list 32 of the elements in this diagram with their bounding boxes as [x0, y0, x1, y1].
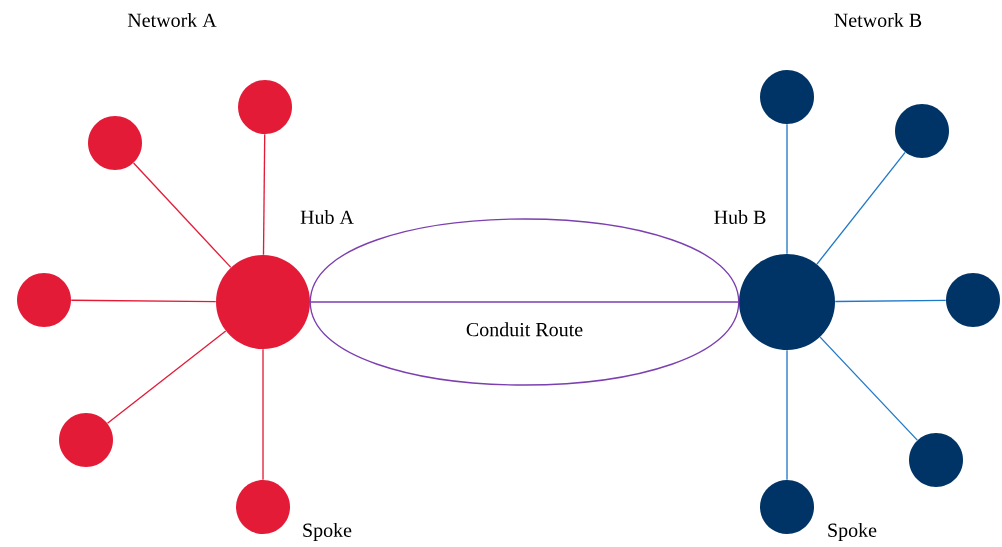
- spoke-circle: [946, 273, 1000, 327]
- hub-label: Hub B: [714, 209, 766, 225]
- route-arc: [309, 218, 740, 303]
- spoke-line: [262, 348, 264, 481]
- spoke-line: [132, 162, 232, 269]
- spoke-circle: [909, 433, 963, 487]
- spoke-line: [786, 123, 788, 255]
- spoke-line: [786, 349, 788, 481]
- spoke-circle: [895, 104, 949, 158]
- edge-label: Conduit Route: [466, 322, 583, 337]
- spoke-circle: [760, 480, 814, 534]
- spoke-circle: [17, 273, 71, 327]
- spoke-line: [106, 330, 227, 424]
- network-label: Network A: [127, 12, 217, 28]
- spoke-circle: [238, 80, 292, 134]
- spoke-line: [819, 336, 918, 441]
- spoke-circle: [236, 480, 290, 534]
- spoke-label: Spoke: [303, 522, 352, 542]
- spoke-circle: [88, 116, 142, 170]
- hub-circle: [739, 254, 835, 350]
- spoke-line: [262, 133, 266, 256]
- spoke-circle: [59, 413, 113, 467]
- route-line: [309, 301, 740, 303]
- route-arc: [309, 301, 740, 386]
- spoke-line: [834, 299, 947, 303]
- spoke-circle: [760, 70, 814, 124]
- spoke-line: [70, 299, 217, 303]
- spoke-label: Spoke: [828, 522, 877, 542]
- hub-label: Hub A: [300, 209, 354, 225]
- network-label: Network B: [834, 12, 922, 28]
- spoke-line: [816, 151, 906, 265]
- hub-circle: [216, 255, 310, 349]
